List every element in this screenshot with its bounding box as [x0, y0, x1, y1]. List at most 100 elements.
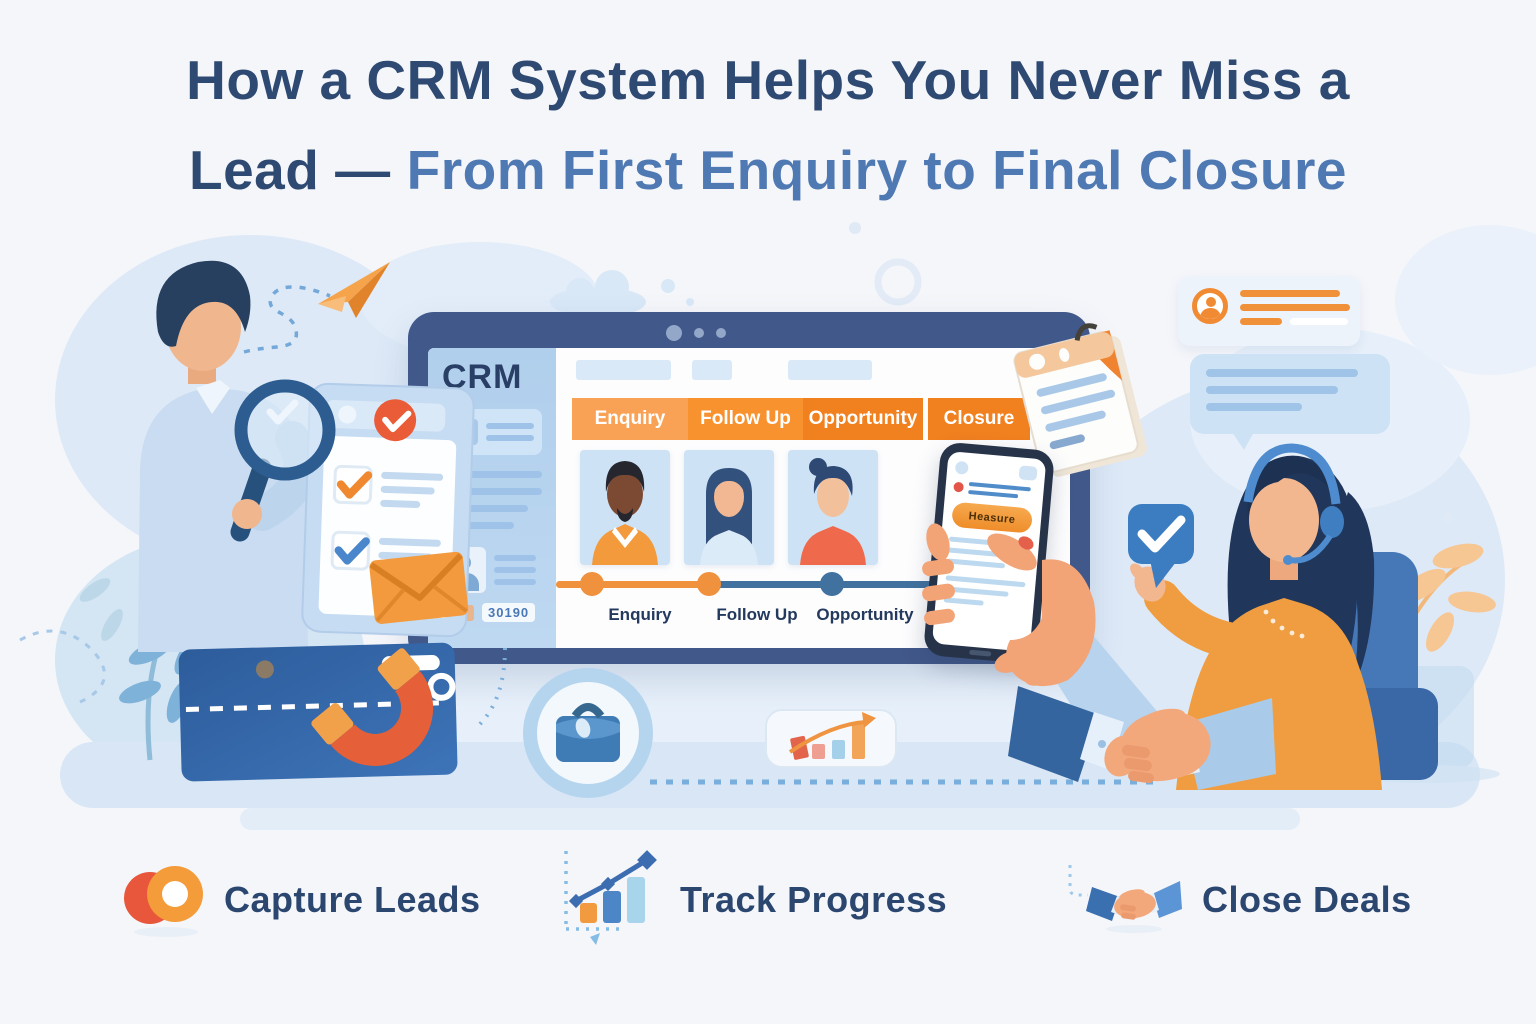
timeline-dot-follow-up [697, 572, 721, 596]
timeline-label-opportunity: Opportunity [816, 605, 914, 624]
background-blob [1395, 225, 1536, 375]
crm-logo: CRM [442, 358, 523, 396]
tab-closure: Closure [928, 398, 1030, 440]
timeline-label-follow-up: Follow Up [716, 605, 797, 624]
desk-surface [60, 742, 1480, 808]
tab-follow-up: Follow Up [688, 398, 803, 440]
feature-track-progress: Track Progress [552, 845, 947, 955]
image-placeholder-icon: ▲ [450, 419, 478, 445]
feature-capture-leads: Capture Leads [120, 845, 481, 955]
page-title: How a CRM System Helps You Never Miss a … [0, 48, 1536, 202]
handshake-sleeve-light [1182, 698, 1276, 790]
handshake-sleeve-dark [1008, 686, 1100, 782]
contact-card-bubble [1178, 276, 1360, 346]
timeline-segment-orange [556, 581, 709, 588]
magnifier-icon [230, 379, 336, 542]
desk-shadow [240, 808, 1300, 830]
feature-label: Close Deals [1202, 879, 1412, 920]
sidebar-footer: 30190 [442, 603, 542, 622]
background-blob [1055, 375, 1505, 785]
nav-placeholder [788, 360, 872, 380]
orange-check-icon [336, 471, 373, 499]
sidebar-media-card: ▲ [442, 409, 542, 455]
desk-shelf [400, 660, 1100, 750]
woman-sweater [1176, 598, 1382, 790]
cloud-dot [686, 298, 694, 306]
contact-card-lines [1240, 288, 1350, 334]
tab-divider [923, 398, 928, 440]
man-hair [156, 260, 251, 347]
timeline-dot-enquiry [580, 572, 604, 596]
sidebar-profile-card [442, 547, 542, 593]
paper-plane-trail [243, 285, 331, 354]
background-blob [55, 535, 365, 785]
lead-card-1 [580, 450, 670, 565]
tab-enquiry: Enquiry [572, 398, 688, 440]
woman-hair-front [1247, 456, 1340, 518]
handshake-icon [1068, 865, 1182, 933]
check-speech-bubble [1128, 504, 1194, 588]
handshake-hands [1118, 711, 1211, 782]
message-bubble [1190, 354, 1390, 450]
orange-blob [180, 565, 209, 592]
lead-cards-row [556, 450, 1070, 565]
title-line-1: How a CRM System Helps You Never Miss a [186, 49, 1350, 111]
feature-label: Capture Leads [224, 879, 481, 920]
title-line-2-light: From First Enquiry to Final Closure [406, 139, 1348, 201]
background-dot [849, 222, 861, 234]
timeline-label-enquiry: Enquiry [608, 605, 672, 624]
feature-close-deals: Close Deals [1062, 845, 1412, 955]
pipeline-tabbar: Enquiry Follow Up Opportunity Closure [572, 398, 1030, 440]
lead-card-3 [788, 450, 878, 565]
browser-dots [666, 325, 726, 341]
background-dot [1443, 513, 1453, 523]
man-hand [232, 499, 262, 529]
lead-avatar-female [684, 450, 774, 565]
smartphone: Heasure [922, 441, 1056, 665]
sidebar-text-lines [442, 471, 542, 529]
woman-hair-back [1227, 455, 1358, 700]
man-arm [245, 421, 318, 531]
growth-bar-chart-icon [564, 850, 657, 945]
phone-header [954, 460, 1038, 481]
magnet-icon [311, 648, 434, 766]
plant-leaves [79, 578, 266, 761]
dashed-connector [1068, 865, 1088, 897]
lead-avatar-person [788, 450, 878, 565]
mini-bar-chart-card [765, 709, 897, 768]
contact-avatar-icon [1192, 288, 1228, 324]
woman-arm [1144, 580, 1258, 660]
timeline-dot-opportunity [820, 572, 844, 596]
woman-hand [1134, 566, 1166, 602]
lead-magnet-card [178, 642, 458, 782]
check-icon [1137, 515, 1186, 553]
woman-head [1249, 478, 1319, 562]
headset-icon [1243, 443, 1344, 565]
dashed-line [185, 700, 450, 713]
coffee-mug [1348, 666, 1500, 783]
profile-photo-icon [442, 547, 486, 593]
woman-illustration [1130, 443, 1500, 790]
lead-magnet-circles-icon [124, 866, 203, 937]
lead-avatar-male [580, 450, 670, 565]
handshake-cuff [1162, 722, 1200, 778]
handshake-illustration [1008, 686, 1276, 790]
man-head [165, 283, 241, 371]
blue-check-icon [334, 537, 370, 565]
briefcase-badge-icon [523, 668, 653, 798]
nav-placeholder [692, 360, 732, 380]
tab-opportunity: Opportunity [803, 398, 923, 440]
handshake-cuff [1080, 712, 1124, 770]
office-chair-base [1318, 688, 1438, 780]
orange-leaves [1378, 543, 1496, 652]
office-chair [1342, 552, 1418, 778]
crm-sidebar: CRM ▲ 30190 [428, 348, 556, 648]
background-blob [55, 235, 445, 565]
paper-plane-icon [318, 262, 390, 318]
cloud-icon [550, 270, 646, 317]
necklace [1263, 609, 1305, 639]
gear-icon [874, 258, 922, 306]
phone-screen: Heasure [931, 451, 1047, 652]
orange-swoosh [196, 606, 280, 648]
